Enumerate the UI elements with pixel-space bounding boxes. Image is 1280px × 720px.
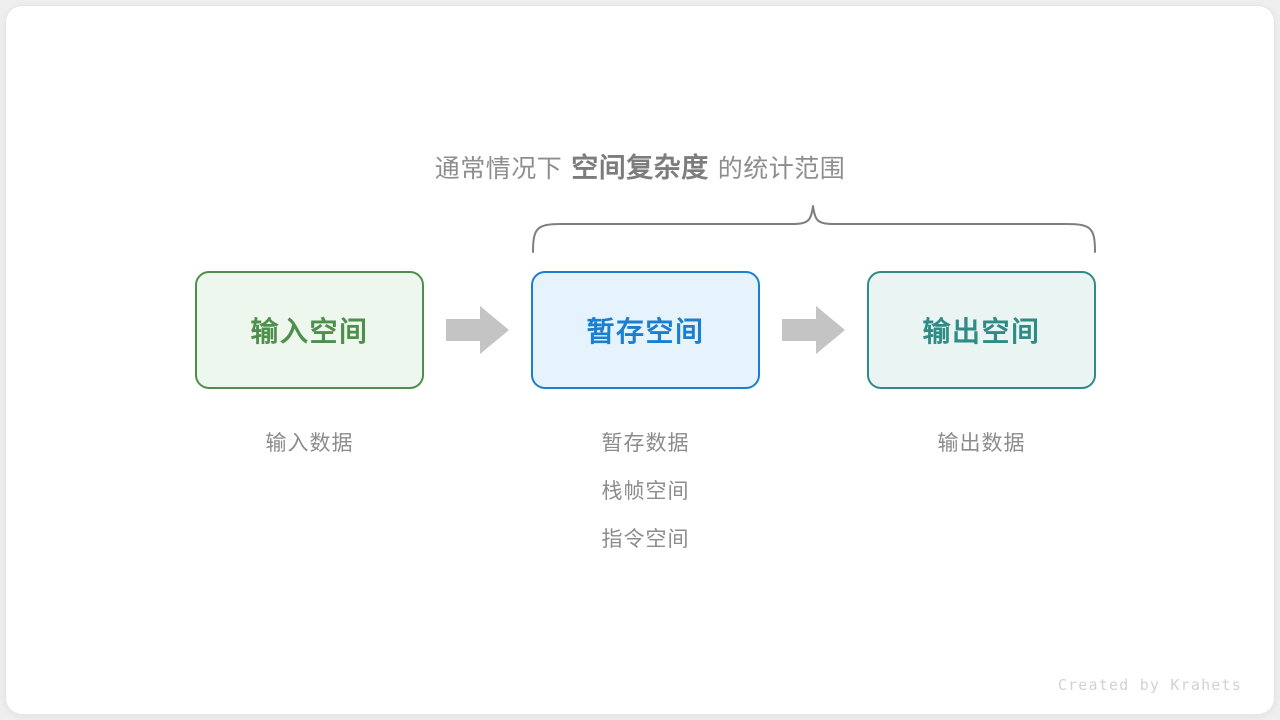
- box-temp-space-label: 暂存空间: [586, 316, 705, 347]
- box-temp-space: 暂存空间: [531, 271, 760, 389]
- caption-item: 暂存数据: [601, 432, 690, 455]
- arrow-right-icon: [782, 306, 845, 354]
- caption-output-column: 输出数据: [867, 420, 1096, 468]
- box-input-space-label: 输入空间: [250, 316, 369, 347]
- caption-item: 输出数据: [937, 432, 1026, 455]
- caption-input-column: 输入数据: [195, 420, 424, 468]
- title-suffix: 的统计范围: [717, 155, 846, 183]
- title-emphasis: 空间复杂度: [571, 153, 709, 183]
- diagram-card: 通常情况下空间复杂度的统计范围 输入空间 暂存空间 输出空间 输入数据: [6, 6, 1274, 714]
- title-prefix: 通常情况下: [434, 155, 563, 183]
- caption-item: 输入数据: [265, 432, 354, 455]
- curly-brace-icon: [532, 205, 1096, 253]
- box-output-space-label: 输出空间: [922, 316, 1041, 347]
- caption-temp-column: 暂存数据 栈帧空间 指令空间: [531, 420, 760, 564]
- caption-item: 栈帧空间: [601, 480, 690, 503]
- caption-item: 指令空间: [601, 528, 690, 551]
- diagram-title: 通常情况下空间复杂度的统计范围: [6, 155, 1274, 182]
- box-input-space: 输入空间: [195, 271, 424, 389]
- author-credit: Created by Krahets: [1057, 676, 1242, 694]
- box-output-space: 输出空间: [867, 271, 1096, 389]
- arrow-right-icon: [446, 306, 509, 354]
